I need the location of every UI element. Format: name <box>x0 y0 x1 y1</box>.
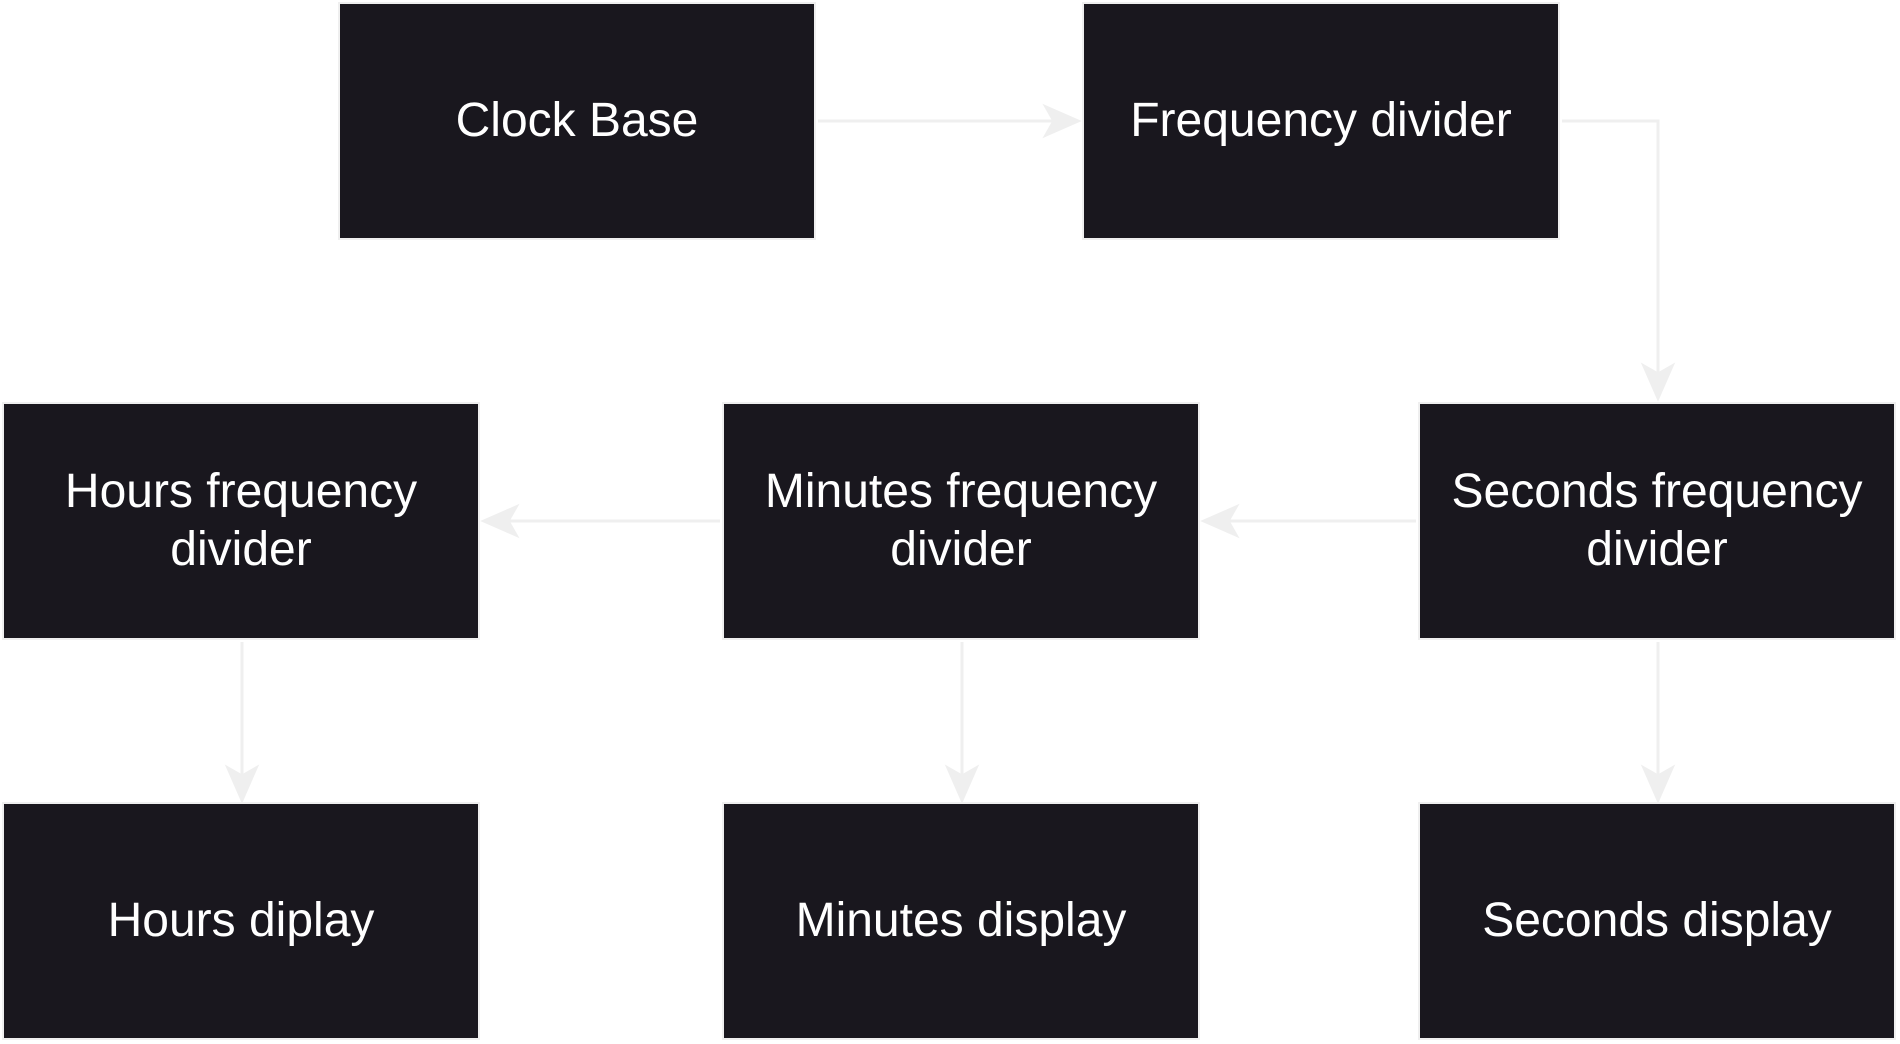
arrowhead-hours-frequency-divider <box>480 503 520 539</box>
node-frequency-divider: Frequency divider <box>1082 2 1560 240</box>
node-label-seconds-display: Seconds display <box>1482 894 1832 947</box>
node-label-seconds-frequency-divider: Seconds frequency divider <box>1451 465 1863 576</box>
node-label-minutes-frequency-divider: Minutes frequency divider <box>764 465 1158 576</box>
node-label-clock-base: Clock Base <box>455 94 699 147</box>
node-label-hours-display: Hours diplay <box>107 894 375 947</box>
node-seconds-frequency-divider: Seconds frequency divider <box>1418 402 1896 640</box>
edge-frequency-divider-to-seconds-frequency-divider <box>1562 119 1660 392</box>
arrowhead-seconds-frequency-divider <box>1640 362 1676 402</box>
node-minutes-display: Minutes display <box>722 802 1200 1040</box>
node-clock-base: Clock Base <box>338 2 816 240</box>
node-label-frequency-divider: Frequency divider <box>1130 94 1512 147</box>
node-seconds-display: Seconds display <box>1418 802 1896 1040</box>
node-label-minutes-display: Minutes display <box>795 894 1127 947</box>
arrowhead-hours-display <box>224 764 260 804</box>
node-hours-frequency-divider: Hours frequency divider <box>2 402 480 640</box>
node-minutes-frequency-divider: Minutes frequency divider <box>722 402 1200 640</box>
arrowhead-minutes-display <box>944 764 980 804</box>
arrowhead-minutes-frequency-divider <box>1200 503 1240 539</box>
node-label-hours-frequency-divider: Hours frequency divider <box>64 465 418 576</box>
arrowhead-frequency-divider <box>1042 103 1082 139</box>
arrowhead-seconds-display <box>1640 764 1676 804</box>
node-hours-display: Hours diplay <box>2 802 480 1040</box>
